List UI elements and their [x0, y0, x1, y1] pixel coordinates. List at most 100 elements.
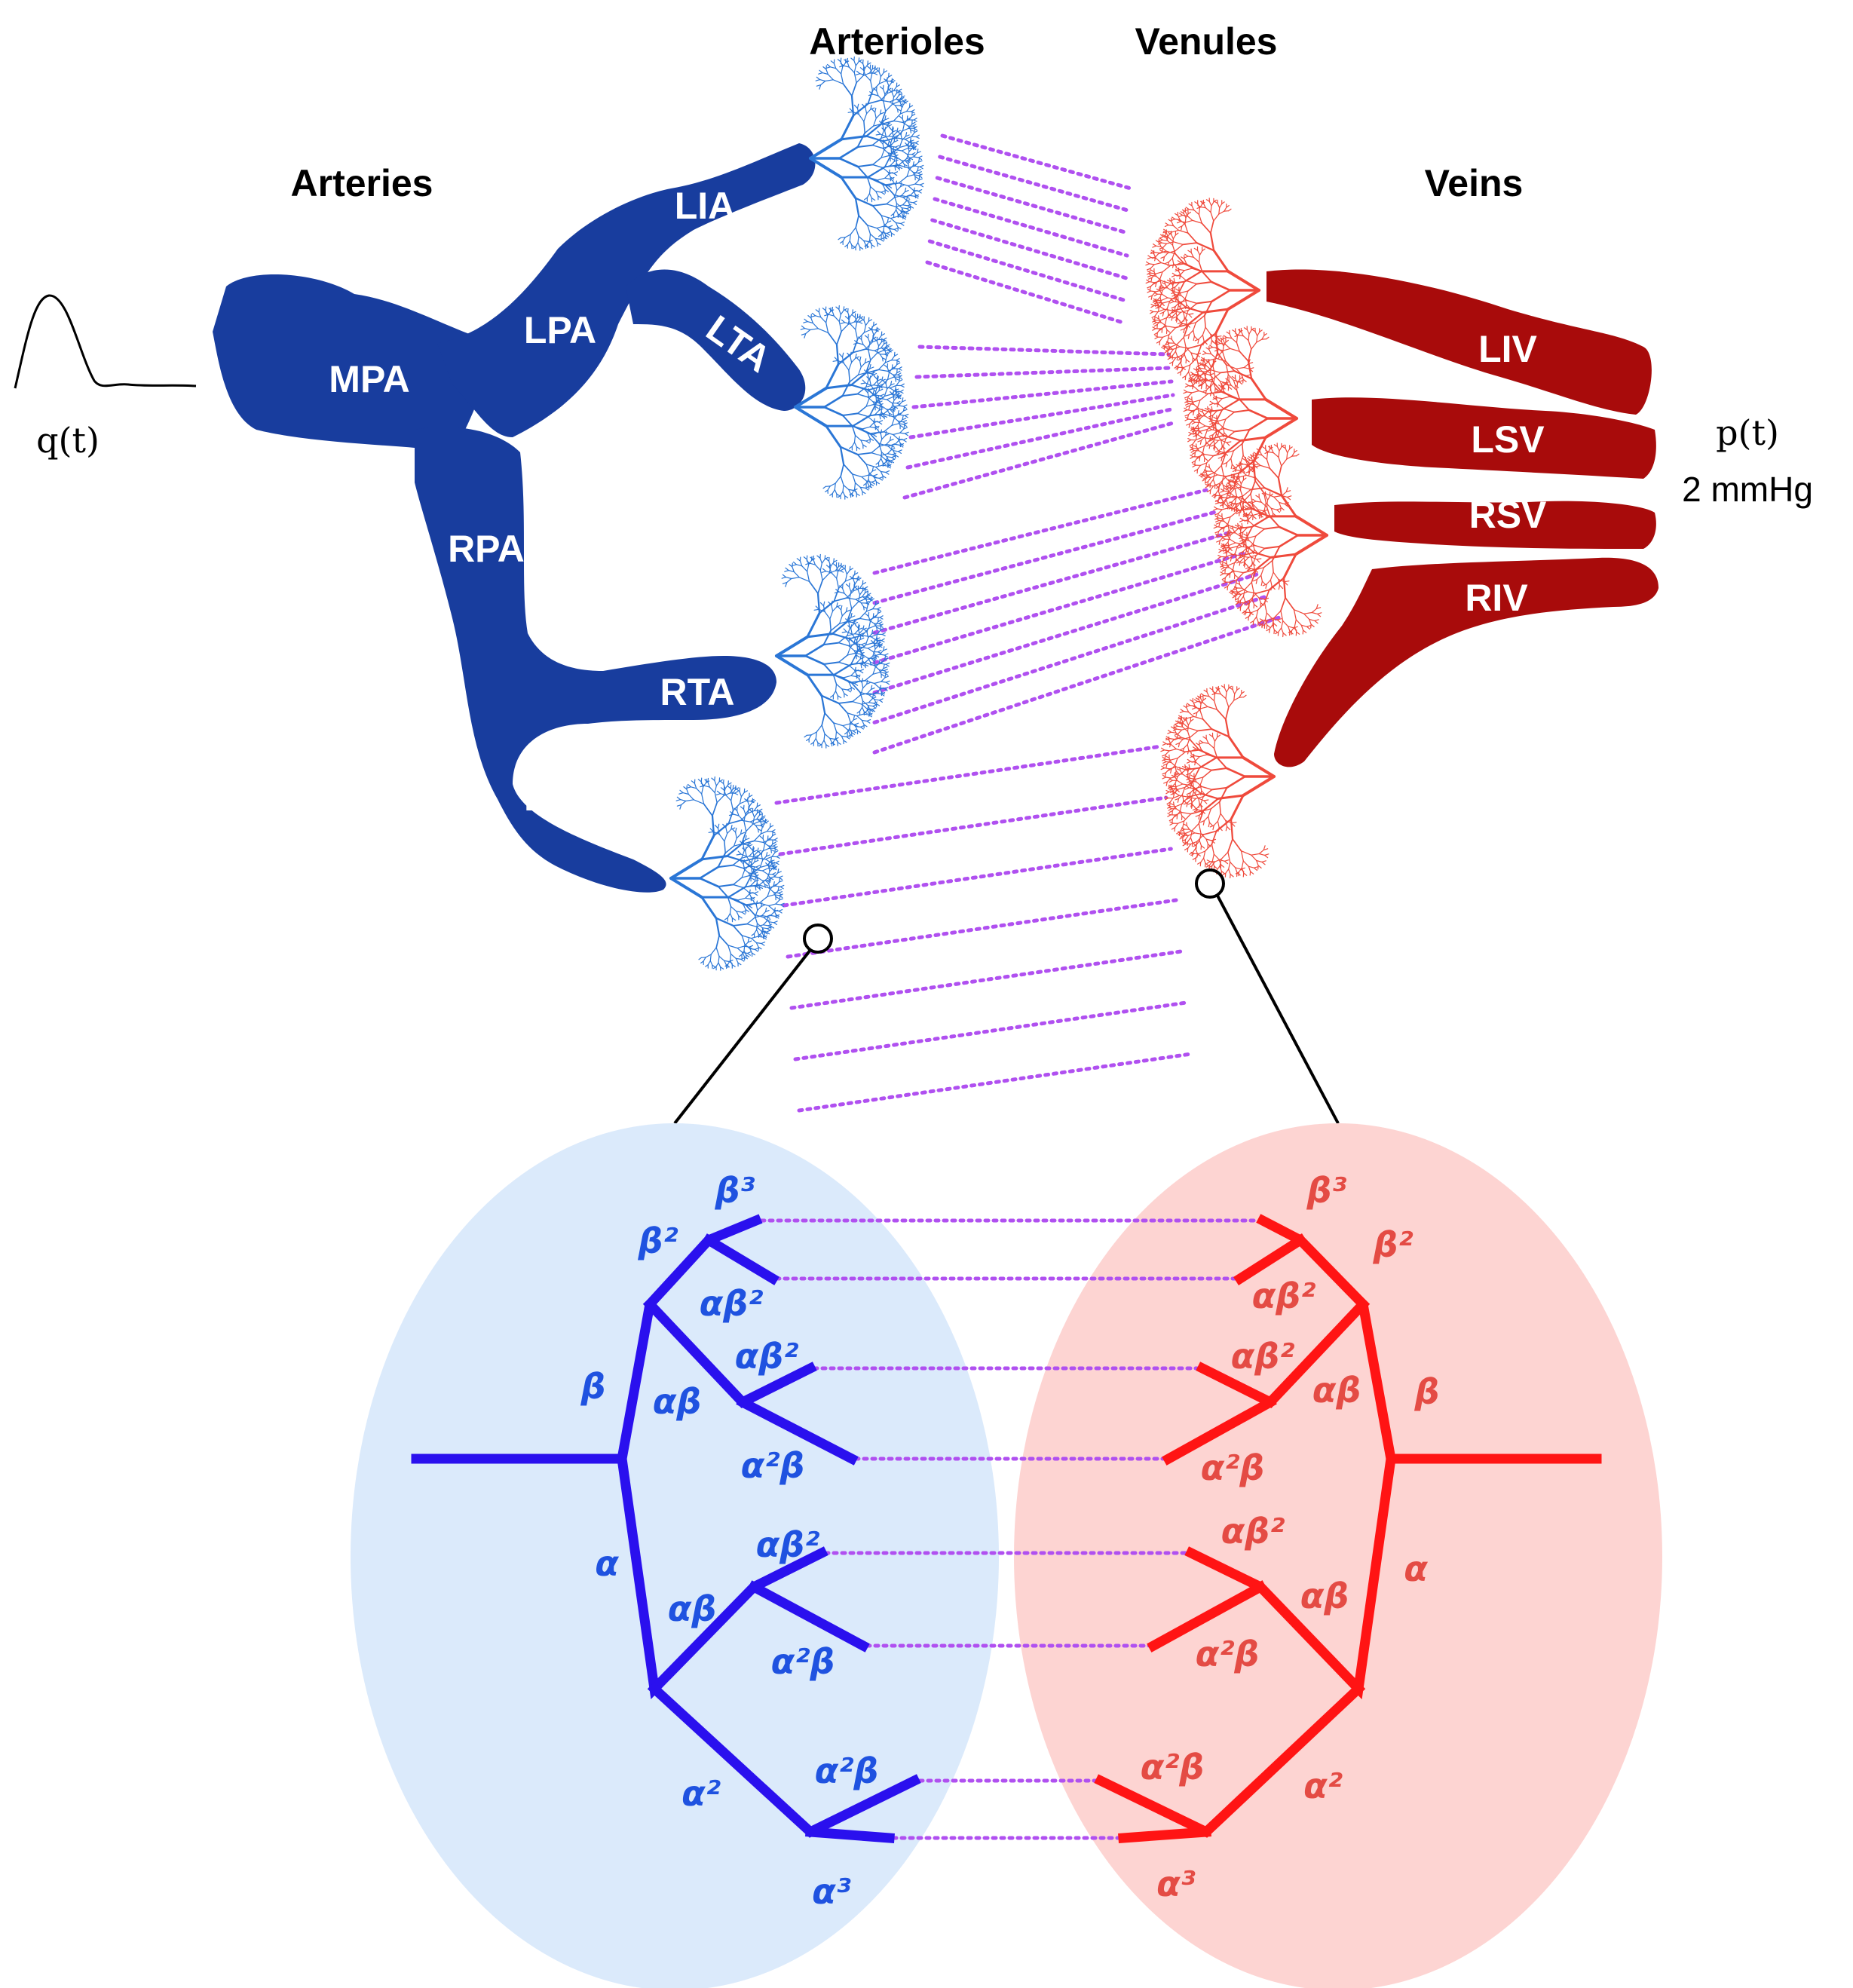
zoom-label-v-alpha: α	[1404, 1548, 1428, 1589]
zoom-label-v-alphabeta2-upper: αβ²	[1252, 1276, 1316, 1316]
connection-line	[908, 393, 1175, 440]
lsv-vessel	[1312, 397, 1656, 479]
arteriole-venule-connections	[774, 133, 1284, 1113]
zoom-connections	[759, 1218, 1260, 1840]
arteriole-tree-ria	[669, 776, 785, 971]
zoom-label-a-alpha2beta-mid: α²β	[771, 1641, 835, 1682]
arteriole-zoom-line	[673, 948, 812, 1125]
liv-vessel	[1266, 269, 1652, 415]
arteriole-tree-lta	[794, 305, 909, 500]
venule-zoom-marker	[1195, 868, 1225, 899]
connection-line	[778, 795, 1168, 856]
zoom-label-v-alpha3: α³	[1156, 1864, 1196, 1904]
venule-zoom-line	[1216, 895, 1340, 1124]
zoom-label-v-beta2: β²	[1372, 1224, 1413, 1265]
connection-line	[774, 744, 1163, 805]
lpa-label: LPA	[524, 309, 596, 351]
rsv-label: RSV	[1469, 494, 1547, 536]
connection-line	[927, 239, 1127, 302]
arteries-header: Arteries	[291, 162, 433, 204]
rsv-vessel	[1334, 501, 1656, 549]
connection-line	[797, 1052, 1193, 1113]
venule-zoom-tree	[1094, 1214, 1602, 1843]
riv-vessel	[1274, 557, 1659, 767]
connection-line	[925, 260, 1126, 325]
venule-tree-riv	[1160, 684, 1276, 879]
riv-label: RIV	[1465, 577, 1528, 619]
zoom-label-a-alphabeta-lower: αβ	[668, 1588, 717, 1629]
zoom-label-a-beta2: β²	[637, 1221, 678, 1261]
zoom-label-v-alpha2beta-lower: α²β	[1141, 1747, 1205, 1787]
connection-line	[872, 551, 1246, 665]
connection-line	[905, 406, 1177, 470]
inflow-label: q(t)	[36, 420, 100, 461]
venule-zoom-ellipse	[1014, 1123, 1662, 1988]
connection-line	[940, 133, 1133, 191]
zoom-label-v-beta3: β³	[1306, 1170, 1346, 1211]
connection-line	[786, 898, 1178, 959]
arterial-network	[213, 143, 816, 893]
zoom-label-a-alpha: α	[595, 1543, 619, 1584]
connection-line	[933, 197, 1129, 258]
mpa-label: MPA	[329, 358, 409, 400]
zoom-label-a-alphabeta-upper: αβ	[653, 1381, 702, 1422]
connection-line	[793, 1000, 1188, 1061]
lpa-vessel	[437, 143, 816, 437]
zoom-label-v-alphabeta2-mid: αβ²	[1231, 1336, 1295, 1377]
connection-line	[789, 949, 1184, 1010]
zoom-label-v-alpha2beta-upper: α²β	[1201, 1447, 1265, 1488]
connection-line	[872, 488, 1208, 575]
microvascular-trees	[669, 56, 1328, 971]
connection-line	[872, 614, 1284, 755]
connection-line	[914, 366, 1172, 379]
connection-line	[917, 345, 1171, 357]
connection-line	[872, 509, 1221, 605]
arteriole-tree-rta	[775, 553, 890, 749]
outflow-label: p(t)	[1716, 412, 1779, 453]
zoom-label-v-alpha2beta-mid: α²β	[1196, 1634, 1260, 1674]
connection-line	[930, 218, 1128, 280]
zoom-label-a-alpha2: α²	[681, 1773, 721, 1814]
venule-tree-liv	[1145, 198, 1260, 393]
rpa-vessel	[415, 427, 776, 893]
venules-header: Venules	[1135, 20, 1278, 63]
venule-zoom-labels: β³ β² αβ² αβ² αβ β α²β αβ² α αβ α²β α²β …	[1141, 1170, 1440, 1904]
zoom-label-v-beta: β	[1414, 1371, 1440, 1412]
arterioles-header: Arterioles	[809, 20, 985, 63]
lia-label: LIA	[675, 185, 736, 227]
connection-line	[872, 572, 1259, 695]
connection-line	[872, 593, 1271, 724]
veins-header: Veins	[1425, 162, 1524, 204]
arteriole-tree-lia	[809, 56, 924, 251]
liv-label: LIV	[1478, 328, 1537, 370]
connection-line	[935, 176, 1131, 235]
arteriole-zoom-ellipse	[351, 1123, 999, 1988]
mpa-vessel	[213, 274, 498, 452]
connection-line	[911, 379, 1174, 409]
inflow-waveform	[14, 294, 197, 389]
connection-line	[782, 847, 1173, 908]
lta-vessel	[626, 269, 806, 411]
zoom-label-a-alphabeta2-upper: αβ²	[700, 1283, 764, 1324]
ria-label: RIA	[524, 777, 589, 819]
outflow-pressure: 2 mmHg	[1682, 470, 1813, 509]
connection-line	[902, 420, 1178, 500]
zoom-label-v-alpha2: α²	[1303, 1766, 1343, 1806]
venule-tree-rsv	[1213, 443, 1328, 638]
zoom-label-v-alphabeta2-lower: αβ²	[1221, 1511, 1285, 1551]
rta-label: RTA	[660, 671, 734, 713]
rpa-label: RPA	[448, 528, 525, 570]
venous-network	[1266, 269, 1659, 767]
zoom-label-a-beta: β	[580, 1366, 606, 1407]
zoom-label-a-alphabeta2-lower: αβ²	[756, 1524, 820, 1565]
arteriole-zoom-labels: β³ β² αβ² β αβ² αβ α²β α αβ² αβ α²β α² α…	[580, 1170, 879, 1912]
zoom-label-a-beta3: β³	[714, 1170, 755, 1211]
zoom-label-a-alpha3: α³	[812, 1871, 851, 1912]
zoom-label-v-alphabeta-upper: αβ	[1312, 1370, 1361, 1411]
zoom-label-a-alpha2beta-upper: α²β	[741, 1445, 805, 1486]
arteriole-zoom-marker	[803, 924, 833, 954]
zoom-label-a-alpha2beta-lower: α²β	[815, 1751, 879, 1791]
arteriole-zoom-tree	[411, 1214, 921, 1843]
connection-line	[938, 155, 1132, 213]
